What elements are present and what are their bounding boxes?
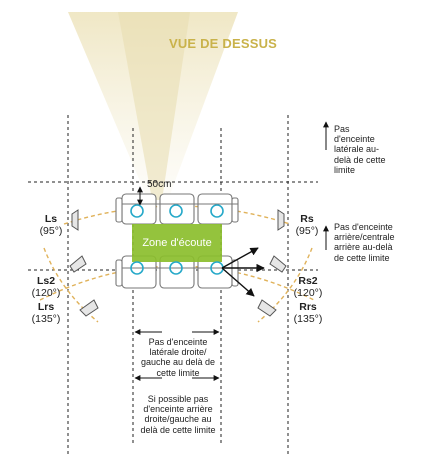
note-no-side-beyond: Pas d'enceinte latérale au- delà de cett… xyxy=(334,124,434,175)
speaker-rrs xyxy=(257,299,277,317)
label-lrs-name: Lrs xyxy=(37,301,55,313)
speaker-rs xyxy=(277,209,285,231)
arc-left-corner xyxy=(43,247,99,323)
diagram-title: VUE DE DESSUS xyxy=(168,36,278,51)
seat-marker-front-center xyxy=(169,204,183,218)
label-ls-name: Ls xyxy=(44,213,58,225)
seat-markers xyxy=(130,204,224,275)
label-rs-name: Rs xyxy=(300,213,314,225)
label-ls-angle: (95°) xyxy=(39,224,63,237)
note-rear-lr-line: d'enceinte arrière xyxy=(143,404,213,415)
label-ls: Ls (95°) xyxy=(36,213,66,237)
speaker-rs2 xyxy=(269,255,287,273)
note-rear-line: arrière/centrale xyxy=(334,232,395,243)
note-side-line: Pas xyxy=(334,124,350,134)
speaker-ls xyxy=(71,209,79,231)
label-rs: Rs (95°) xyxy=(292,213,322,237)
listening-zone xyxy=(132,224,222,262)
note-no-rear-lr-beyond: Si possible pas d'enceinte arrière droit… xyxy=(122,394,234,435)
speaker-lrs xyxy=(79,299,99,317)
label-ls2-angle: (120°) xyxy=(31,286,61,299)
seat-marker-front-right xyxy=(210,204,224,218)
view-beam-core xyxy=(118,12,190,200)
label-rs2-angle: (120°) xyxy=(293,286,323,299)
note-side-lr-line: cette limite xyxy=(156,367,200,378)
note-rear-lr-line: delà de cette limite xyxy=(140,424,216,435)
label-ls2-name: Ls2 xyxy=(36,275,56,287)
speaker-ls2 xyxy=(69,255,87,273)
note-no-rear-beyond: Pas d'enceinte arrière/centrale arrière … xyxy=(334,222,440,263)
label-lrs: Lrs (135°) xyxy=(28,301,64,325)
arrow-to-rs xyxy=(221,247,259,269)
label-rrs-name: Rrs xyxy=(299,301,317,313)
note-side-line: d'enceinte xyxy=(334,134,375,145)
note-side-lr-line: Pas d'enceinte xyxy=(148,337,208,347)
note-side-lr-line: latérale droite/ xyxy=(149,347,207,358)
note-side-lr-line: gauche au delà de xyxy=(140,357,216,368)
seat-marker-rear-left xyxy=(130,261,144,275)
arc-right-corner xyxy=(257,247,313,323)
label-rs2: Rs2 (120°) xyxy=(290,275,326,299)
note-side-line: delà de cette xyxy=(334,154,386,165)
note-side-line: limite xyxy=(334,164,356,175)
note-side-line: latérale au- xyxy=(334,144,380,155)
listening-zone-label: Zone d'écoute xyxy=(142,237,212,249)
arrow-to-rrs xyxy=(221,267,255,297)
label-rrs-angle: (135°) xyxy=(293,312,323,325)
note-rear-line: de cette limite xyxy=(334,252,390,263)
note-rear-lr-line: Si possible pas xyxy=(147,394,209,404)
label-rs2-name: Rs2 xyxy=(298,275,318,287)
front-seat-row xyxy=(115,193,239,225)
note-rear-lr-line: droite/gauche au xyxy=(144,414,212,425)
label-ls2: Ls2 (120°) xyxy=(28,275,64,299)
label-rrs: Rrs (135°) xyxy=(290,301,326,325)
label-lrs-angle: (135°) xyxy=(31,312,61,325)
seat-marker-rear-center xyxy=(169,261,183,275)
note-rear-line: arrière au-delà xyxy=(334,242,393,253)
distance-label: 50cm xyxy=(147,179,172,190)
note-rear-line: Pas d'enceinte xyxy=(334,222,393,232)
label-rs-angle: (95°) xyxy=(295,224,319,237)
note-no-side-lr-beyond: Pas d'enceinte latérale droite/ gauche a… xyxy=(126,337,230,378)
rear-seat-row xyxy=(115,255,239,289)
